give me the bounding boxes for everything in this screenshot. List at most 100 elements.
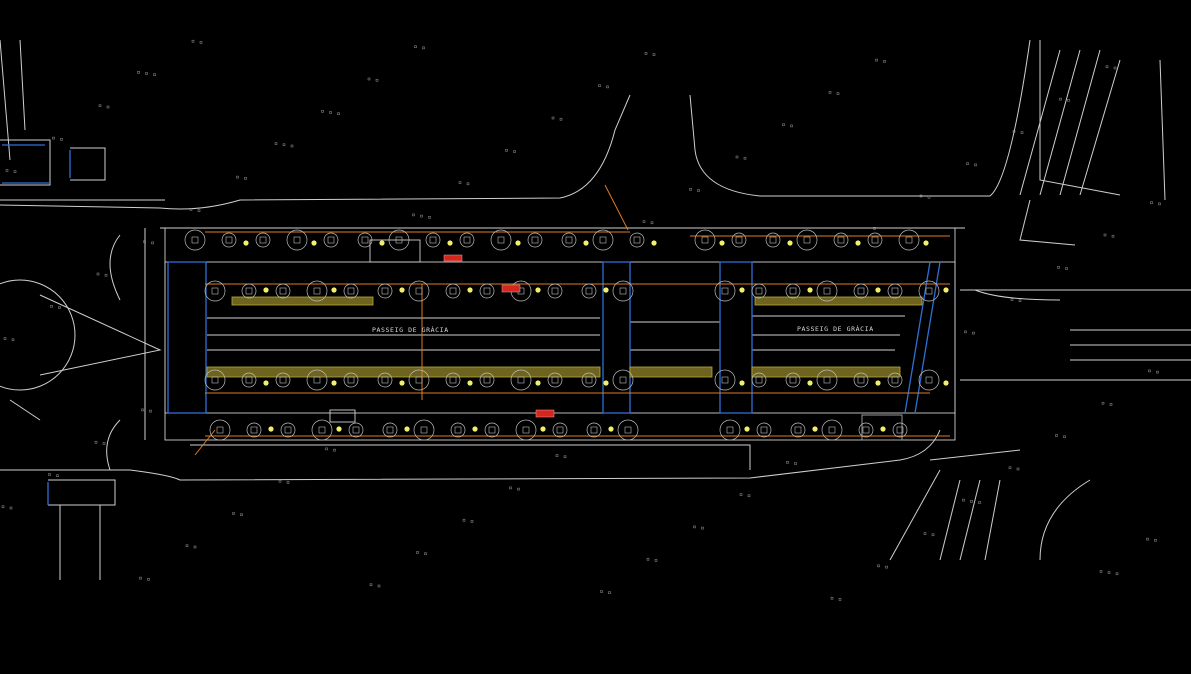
- detail-mark: [693, 525, 696, 529]
- detail-mark: [420, 214, 423, 218]
- tree-grate: [721, 376, 729, 384]
- light-point: [943, 287, 949, 293]
- detail-mark: [838, 598, 842, 601]
- service-lines: [194, 184, 950, 456]
- tree-grate: [381, 287, 389, 295]
- detail-mark: [11, 338, 15, 342]
- tree-pit: [629, 232, 645, 248]
- tree-grate: [216, 426, 224, 434]
- detail-mark: [743, 156, 747, 160]
- tree-grate: [857, 287, 865, 295]
- tree-pit: [756, 422, 772, 438]
- tree-pit: [408, 280, 430, 302]
- detail-mark: [642, 220, 646, 223]
- detail-mark: [877, 564, 880, 568]
- tree-grate: [245, 376, 253, 384]
- tree-pit: [586, 422, 602, 438]
- detail-mark: [5, 169, 9, 172]
- detail-mark: [139, 576, 142, 580]
- detail-mark: [598, 84, 601, 87]
- detail-mark: [104, 273, 108, 277]
- tree-pit: [918, 280, 940, 302]
- detail-mark: [232, 512, 235, 515]
- tree-grate: [599, 236, 607, 244]
- detail-mark: [424, 552, 427, 555]
- tree-grate: [828, 426, 836, 434]
- tree-grate: [420, 426, 428, 434]
- tree-grate: [857, 376, 865, 384]
- light-point: [923, 240, 929, 246]
- tree-pit: [204, 369, 226, 391]
- tree-pit: [306, 280, 328, 302]
- tree-grate: [483, 287, 491, 295]
- tree-row: [184, 229, 940, 441]
- structural-walls: [2, 144, 941, 505]
- tree-pit: [612, 369, 634, 391]
- tree-grate: [619, 287, 627, 295]
- tree-grate: [755, 376, 763, 384]
- tree-pit: [348, 422, 364, 438]
- detail-mark: [185, 544, 189, 548]
- tree-pit: [388, 229, 410, 251]
- tree-grate: [415, 287, 423, 295]
- road-linework: [0, 39, 1191, 580]
- detail-mark: [782, 123, 785, 126]
- tree-grate: [483, 376, 491, 384]
- tree-pit: [561, 232, 577, 248]
- tree-grate: [313, 287, 321, 295]
- tree-pit: [450, 422, 466, 438]
- tree-pit: [445, 283, 461, 299]
- tree-grate: [590, 426, 598, 434]
- tree-pit: [425, 232, 441, 248]
- detail-mark: [1008, 466, 1012, 470]
- detail-mark: [563, 455, 567, 459]
- equipment: [443, 254, 555, 418]
- detail-mark: [236, 175, 239, 179]
- detail-mark: [197, 209, 201, 212]
- detail-mark: [794, 462, 797, 465]
- tree-grate: [347, 376, 355, 384]
- light-point: [472, 426, 478, 432]
- tree-grate: [925, 376, 933, 384]
- tree-grate: [755, 287, 763, 295]
- equipment-box: [443, 254, 463, 262]
- street-label-east: PASSEIG DE GRÀCIA: [797, 324, 874, 333]
- tree-grate: [701, 236, 709, 244]
- detail-mark: [747, 494, 751, 498]
- light-point: [540, 426, 546, 432]
- light-point: [943, 380, 949, 386]
- detail-mark: [509, 486, 512, 490]
- detail-mark: [1105, 65, 1109, 69]
- detail-mark: [13, 170, 17, 173]
- light-point: [404, 426, 410, 432]
- light-point: [336, 426, 342, 432]
- detail-mark: [1103, 233, 1107, 237]
- detail-mark: [3, 337, 7, 340]
- tree-pit: [765, 232, 781, 248]
- detail-mark: [739, 493, 743, 496]
- detail-mark: [701, 526, 704, 530]
- detail-mark: [48, 473, 51, 476]
- detail-mark: [974, 163, 977, 167]
- tree-grate: [293, 236, 301, 244]
- tree-grate: [565, 236, 573, 244]
- tree-pit: [858, 422, 874, 438]
- detail-mark: [240, 513, 243, 516]
- detail-mark: [972, 331, 975, 335]
- detail-mark: [274, 142, 278, 145]
- tree-grate: [463, 236, 471, 244]
- tree-grate: [585, 376, 593, 384]
- tree-pit: [816, 369, 838, 391]
- tree-pit: [612, 280, 634, 302]
- detail-mark: [416, 551, 419, 554]
- detail-mark: [828, 91, 832, 94]
- light-point: [535, 380, 541, 386]
- tree-grate: [318, 426, 326, 434]
- tree-grate: [769, 236, 777, 244]
- tree-pit: [785, 283, 801, 299]
- tree-pit: [898, 229, 920, 251]
- tree-pit: [275, 283, 291, 299]
- tree-grate: [619, 376, 627, 384]
- tree-grate: [259, 236, 267, 244]
